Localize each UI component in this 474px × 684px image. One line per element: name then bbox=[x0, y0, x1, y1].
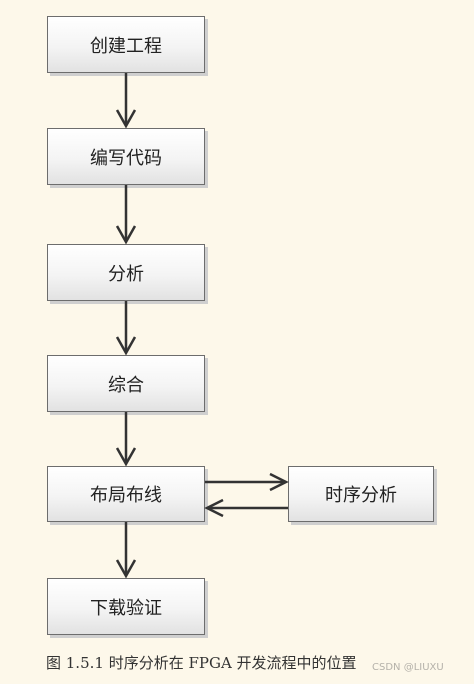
arrowhead-from-timing bbox=[204, 498, 224, 518]
arrowhead-4-5 bbox=[115, 447, 137, 467]
figure-caption: 图 1.5.1 时序分析在 FPGA 开发流程中的位置 bbox=[46, 654, 357, 672]
step-place-and-route: 布局布线 bbox=[47, 466, 205, 522]
arrowhead-5-7 bbox=[115, 559, 137, 579]
step-create-project: 创建工程 bbox=[47, 16, 205, 73]
step-label: 创建工程 bbox=[90, 35, 162, 57]
step-write-code: 编写代码 bbox=[47, 128, 205, 185]
step-synthesis: 综合 bbox=[47, 355, 205, 412]
step-label: 下载验证 bbox=[90, 597, 162, 619]
step-analysis: 分析 bbox=[47, 244, 205, 301]
step-label: 分析 bbox=[108, 263, 144, 285]
arrowhead-1-2 bbox=[115, 109, 137, 129]
watermark: CSDN @LIUXU bbox=[372, 662, 444, 673]
step-timing-analysis: 时序分析 bbox=[288, 466, 434, 522]
arrowhead-2-3 bbox=[115, 225, 137, 245]
step-label: 综合 bbox=[108, 374, 144, 396]
step-label: 时序分析 bbox=[325, 485, 397, 506]
arrowhead-3-4 bbox=[115, 336, 137, 356]
step-label: 编写代码 bbox=[90, 147, 162, 169]
step-label: 布局布线 bbox=[90, 485, 162, 506]
arrowhead-to-timing bbox=[269, 472, 289, 492]
step-download-verify: 下载验证 bbox=[47, 578, 205, 635]
